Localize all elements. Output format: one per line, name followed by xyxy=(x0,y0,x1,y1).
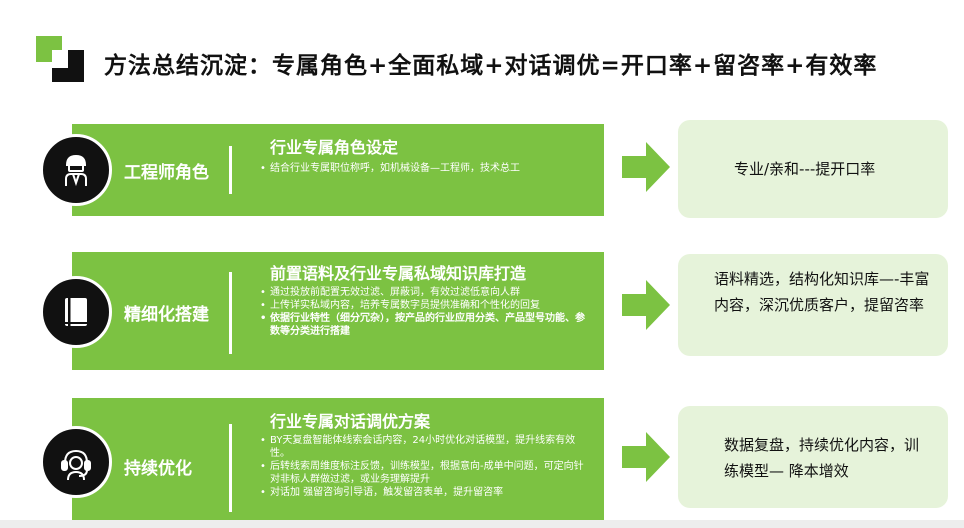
section-heading: 前置语料及行业专属私域知识库打造 xyxy=(270,264,527,283)
arrow-icon xyxy=(622,280,670,330)
role-label: 工程师角色 xyxy=(124,163,209,183)
footer-strip xyxy=(0,520,964,528)
engineer-icon xyxy=(65,154,87,187)
arrow-icon xyxy=(622,142,670,192)
result-box: 专业/亲和---提开口率 xyxy=(678,120,948,218)
bullet-list: BY天复盘智能体线索会话内容，24小时优化对话模型，提升线索有效性。 后转线索周… xyxy=(258,434,588,499)
list-item: BY天复盘智能体线索会话内容，24小时优化对话模型，提升线索有效性。 xyxy=(258,434,588,460)
list-item: 对话加 强留咨询引导语，触发留咨表单，提升留咨率 xyxy=(258,486,588,499)
role-label: 持续优化 xyxy=(124,459,192,479)
headset-icon xyxy=(61,449,91,481)
book-icon xyxy=(65,298,87,326)
result-box: 语料精选，结构化知识库—-丰富内容，深沉优质客户，提留咨率 xyxy=(678,254,948,356)
divider xyxy=(229,424,232,512)
logo xyxy=(36,36,84,84)
bullet-list: 通过投放前配置无效过滤、屏蔽词，有效过滤低意向人群 上传详实私域内容，培养专属数… xyxy=(258,286,588,338)
headset-icon-circle xyxy=(40,426,112,498)
panel-continuous-optimize: 持续优化 行业专属对话调优方案 BY天复盘智能体线索会话内容，24小时优化对话模… xyxy=(72,398,604,520)
divider xyxy=(229,146,232,194)
list-item: 依据行业特性（细分冗杂），按产品的行业应用分类、产品型号功能、参数等分类进行搭建 xyxy=(258,312,588,338)
result-box: 数据复盘，持续优化内容，训练模型— 降本增效 xyxy=(678,406,948,508)
panel-fine-build: 精细化搭建 前置语料及行业专属私域知识库打造 通过投放前配置无效过滤、屏蔽词，有… xyxy=(72,252,604,370)
page-title: 方法总结沉淀：专属角色+全面私域+对话调优=开口率+留咨率+有效率 xyxy=(104,53,878,79)
list-item: 上传详实私域内容，培养专属数字员提供准确和个性化的回复 xyxy=(258,299,588,312)
bullet-list: 结合行业专属职位称呼，如机械设备—工程师，技术总工 xyxy=(258,162,588,175)
engineer-icon-circle xyxy=(40,134,112,206)
list-item: 后转线索周维度标注反馈，训练模型，根据意向-成单中问题，可定向针对非标人群做过滤… xyxy=(258,460,588,486)
result-text: 语料精选，结构化知识库—-丰富内容，深沉优质客户，提留咨率 xyxy=(714,270,930,314)
divider xyxy=(229,272,232,354)
result-text: 专业/亲和---提开口率 xyxy=(734,160,876,178)
role-label: 精细化搭建 xyxy=(124,305,209,325)
result-text: 数据复盘，持续优化内容，训练模型— 降本增效 xyxy=(724,436,920,480)
book-icon-circle xyxy=(40,276,112,348)
list-item: 通过投放前配置无效过滤、屏蔽词，有效过滤低意向人群 xyxy=(258,286,588,299)
panel-engineer-role: 工程师角色 行业专属角色设定 结合行业专属职位称呼，如机械设备—工程师，技术总工 xyxy=(72,124,604,216)
section-heading: 行业专属角色设定 xyxy=(270,138,399,157)
section-heading: 行业专属对话调优方案 xyxy=(270,412,431,431)
list-item: 结合行业专属职位称呼，如机械设备—工程师，技术总工 xyxy=(258,162,588,175)
arrow-icon xyxy=(622,432,670,482)
